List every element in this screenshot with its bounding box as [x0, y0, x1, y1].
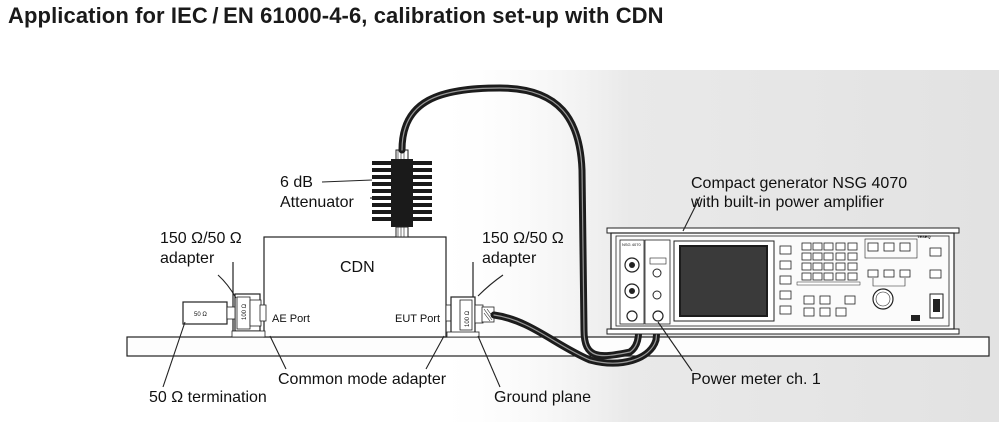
cables — [398, 84, 662, 367]
ae-port-label: AE Port — [272, 313, 310, 325]
generator-nsg4070: NSG 4070 — [606, 227, 960, 335]
generator-label-2: with built-in power amplifier — [691, 194, 884, 211]
adapter-right-label-1: 150 Ω/50 Ω — [482, 230, 564, 247]
adapter-right-label-2: adapter — [482, 250, 537, 267]
leader-lines — [162, 179, 701, 388]
resistor-text: 50 Ω — [194, 312, 207, 318]
eut-port-label: EUT Port — [395, 313, 441, 325]
generator-label-1: Compact generator NSG 4070 — [691, 175, 908, 192]
common-mode-adapter-label: Common mode adapter — [278, 371, 447, 388]
left-adapter: 100 Ω — [231, 262, 267, 338]
right-adapter: 100 Ω — [445, 262, 495, 338]
adapter-right-resistor-text: 100 Ω — [465, 310, 471, 327]
termination-label: 50 Ω termination — [149, 389, 267, 406]
attenuator — [372, 149, 432, 238]
attenuator-label-2: Attenuator — [280, 194, 354, 211]
adapter-left-label-2: adapter — [160, 250, 215, 267]
generator-model-text: NSG 4070 — [622, 242, 641, 247]
power-meter-label: Power meter ch. 1 — [691, 371, 821, 388]
cdn-label: CDN — [340, 259, 375, 276]
brand-text: TESEQ — [917, 234, 931, 239]
ground-plane-label: Ground plane — [494, 389, 591, 406]
termination-resistor: 50 Ω — [182, 301, 236, 325]
page-title: Application for IEC / EN 61000-4-6, cali… — [8, 3, 664, 28]
attenuator-label-1: 6 dB — [280, 174, 313, 191]
adapter-left-resistor-text: 100 Ω — [242, 303, 248, 320]
adapter-left-label-1: 150 Ω/50 Ω — [160, 230, 242, 247]
cdn-box — [263, 236, 447, 338]
